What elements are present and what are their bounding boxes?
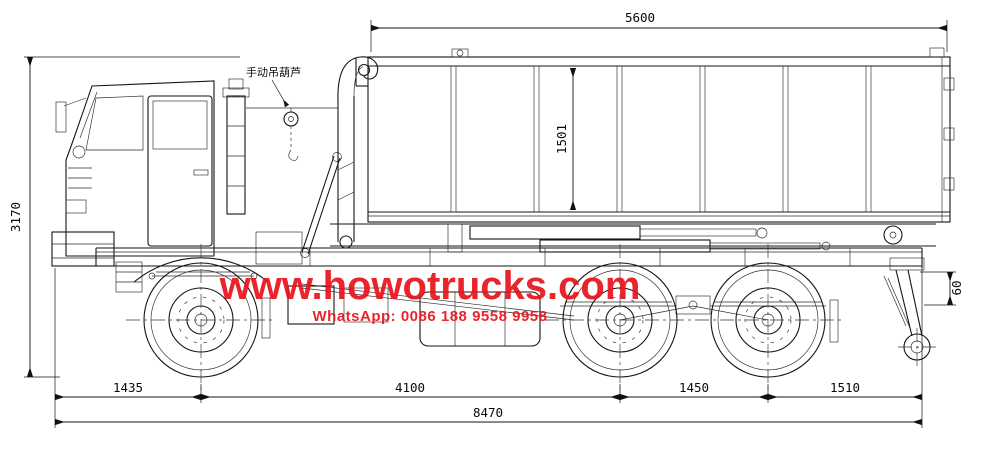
dim-label-front-overhang: 1435 <box>113 380 143 395</box>
dim-label-container-height: 1501 <box>554 124 569 154</box>
front-grille <box>68 167 92 189</box>
rear-mudflap <box>829 299 839 343</box>
dim-wheelbase: 4100 <box>201 380 620 401</box>
hook-arm-mast <box>300 56 379 258</box>
dim-label-wheelbase: 4100 <box>395 380 425 395</box>
drive-shaft <box>301 283 575 321</box>
container-top-lug <box>451 48 469 58</box>
cab-side-window <box>85 95 144 151</box>
subframe-rear-roller <box>883 225 903 245</box>
intake-stack <box>222 78 250 215</box>
dim-overall-height: 3170 <box>8 56 240 378</box>
chassis-frame <box>95 247 923 268</box>
fuel-tank <box>419 291 541 347</box>
bottom-dimensions: 1435 4100 1450 1510 8470 <box>54 268 923 428</box>
center-lines <box>126 244 845 400</box>
dim-label-overall-length: 8470 <box>473 405 503 420</box>
container-rear-door <box>929 47 955 222</box>
lift-cylinder <box>300 152 342 258</box>
front-mudflap <box>261 297 271 339</box>
battery-box <box>343 287 389 323</box>
toolbox <box>287 285 335 325</box>
dim-front-overhang: 1435 <box>54 380 201 401</box>
dim-label-container-length: 5600 <box>625 10 655 25</box>
cab-mirror <box>55 97 87 133</box>
dim-container-height: 1501 <box>554 68 577 210</box>
manual-hoist <box>246 107 338 161</box>
dim-label-tandem-axle-spacing: 1450 <box>679 380 709 395</box>
rear-bogie-suspension <box>560 295 826 321</box>
dim-rear-frame-detail: 60 <box>920 271 964 306</box>
dim-container-length: 5600 <box>370 10 948 52</box>
dim-label-rear-overhang: 1510 <box>830 380 860 395</box>
dim-label-rear-frame-detail: 60 <box>949 280 964 295</box>
rear-stabilizer-roller <box>883 257 936 366</box>
door-handle <box>193 169 209 176</box>
underframe-equipment <box>255 231 839 347</box>
headlight <box>65 199 87 214</box>
telescopic-cylinders <box>447 223 831 253</box>
cab-door-window <box>152 100 208 150</box>
front-bumper <box>51 231 115 267</box>
container-body <box>355 47 955 223</box>
hoist-label: 手动吊葫芦 <box>246 65 301 79</box>
dim-label-overall-height: 3170 <box>8 202 23 232</box>
container-ribs <box>450 65 872 213</box>
truck-cab <box>51 80 269 293</box>
cab-step <box>115 261 143 293</box>
hoist-annotation: 手动吊葫芦 <box>246 65 301 108</box>
brand-badge <box>72 145 86 159</box>
cab-door <box>147 95 213 247</box>
hydraulic-tank <box>255 231 303 265</box>
hooklift-subframe <box>330 223 936 247</box>
dim-overall-length: 8470 <box>54 405 922 426</box>
dim-rear-overhang: 1510 <box>768 380 922 401</box>
dim-tandem-axle-spacing: 1450 <box>620 380 768 401</box>
